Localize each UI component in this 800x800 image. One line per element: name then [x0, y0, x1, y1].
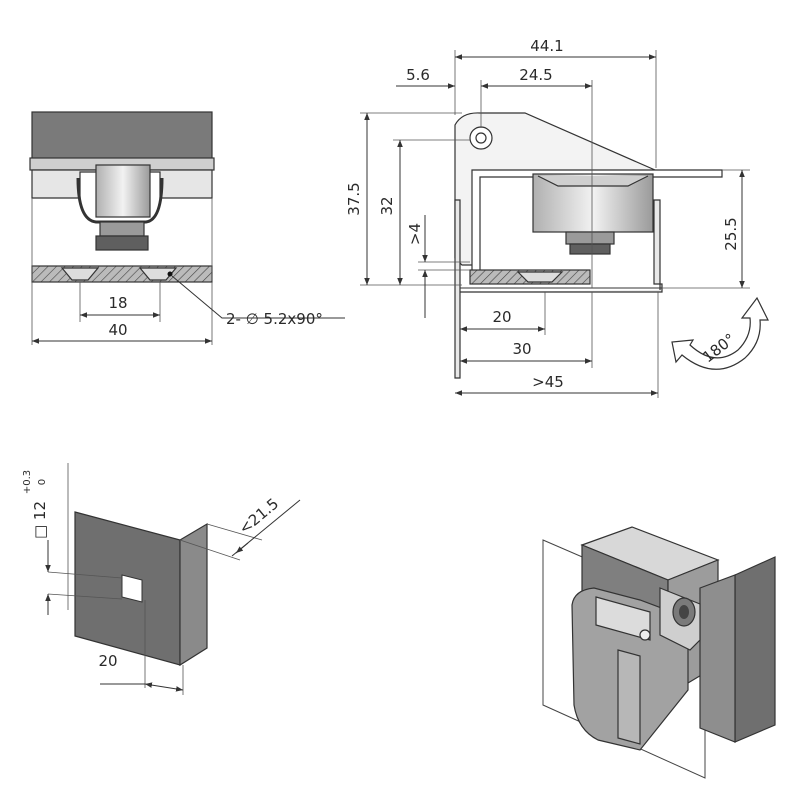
side-countersink: [516, 271, 564, 283]
cutout-tol-lower: 0: [37, 479, 48, 485]
front-view: 18 40 2- ∅ 5.2x90°: [29, 111, 345, 345]
dim-width: 40: [108, 321, 127, 339]
side-frame-bracket: [454, 199, 663, 379]
iso-knuckle: [617, 649, 641, 745]
cutout-view: □ 12 +0.3 0 20 <21.5: [22, 463, 301, 695]
front-body: [31, 169, 213, 199]
cutout-square-hole: [121, 574, 143, 603]
side-cam-top: [537, 175, 649, 187]
front-countersink-right: [138, 267, 178, 281]
cutout-tol-upper: +0.3: [22, 470, 33, 494]
cutout-panel-side: [179, 522, 208, 667]
front-hole-marker: [167, 271, 173, 277]
dim-bottom-min: >45: [532, 373, 564, 391]
side-nut: [565, 231, 615, 245]
iso-cam-bore-inner: [679, 605, 689, 619]
iso-angle-flange: [734, 556, 776, 743]
rotation-arrow-icon: [671, 296, 769, 370]
iso-hinge-face: [595, 596, 651, 641]
side-washer: [569, 243, 611, 255]
cutout-dim-edge: 20: [98, 652, 117, 670]
front-nut: [99, 221, 145, 237]
dim-overall-width: 44.1: [530, 37, 563, 55]
side-pivot-pin-inner: [475, 132, 487, 144]
dim-height-inner: 32: [378, 196, 396, 215]
hole-callout: 2- ∅ 5.2x90°: [226, 310, 323, 328]
front-washer: [95, 235, 149, 251]
cutout-dim-max-thickness: <21.5: [235, 495, 282, 538]
dim-height-total: 37.5: [345, 182, 363, 215]
dim-bottom-30: 30: [512, 340, 531, 358]
dim-bottom-20: 20: [492, 308, 511, 326]
dim-holes-spacing: 18: [108, 294, 127, 312]
front-countersink-left: [60, 267, 100, 281]
side-view: 44.1 5.6 24.5 37.5 32 >4 25.5 20 30 >45 …: [345, 37, 769, 398]
dim-center: 24.5: [519, 66, 552, 84]
iso-pivot-screw: [639, 629, 651, 641]
dim-min-thickness: >4: [406, 223, 424, 245]
dim-offset: 5.6: [406, 66, 430, 84]
front-shaft: [95, 164, 151, 218]
cutout-square-size: □ 12: [31, 501, 49, 539]
dim-height-right: 25.5: [722, 217, 740, 250]
front-mount-plate: [31, 265, 213, 283]
iso-angle-web: [699, 574, 736, 743]
front-top-plate: [31, 111, 213, 161]
isometric-view: [542, 526, 776, 779]
